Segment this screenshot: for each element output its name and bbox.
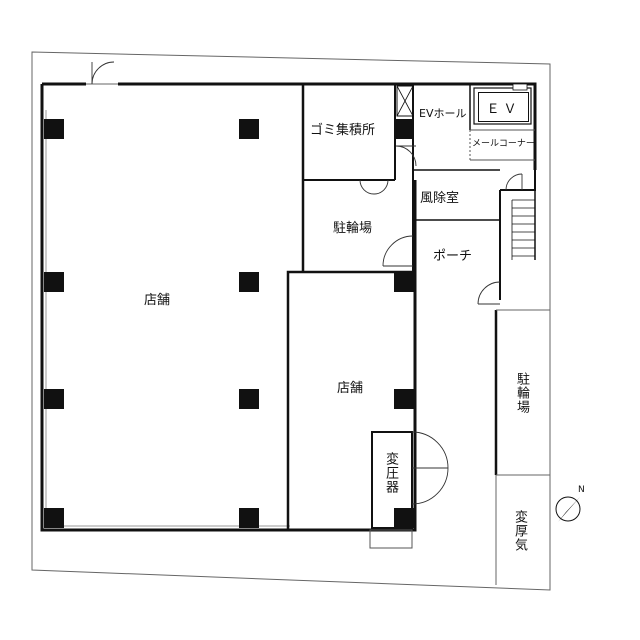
partition-shop <box>286 270 413 530</box>
north-arrow-letter: N <box>578 485 585 495</box>
site-boundary <box>31 51 551 591</box>
room-bicycle-outer: 駐輪場 <box>514 372 529 414</box>
transformer-room <box>371 431 413 529</box>
room-garbage: ゴミ集積所 <box>310 123 376 138</box>
room-mail-corner: メールコーナー <box>472 139 535 149</box>
room-transformer: 変圧器 <box>383 452 398 494</box>
room-ev: ＥＶ <box>478 92 529 122</box>
room-substation: 変厚気 <box>512 510 527 552</box>
room-porch: ポーチ <box>433 249 473 264</box>
north-arrow-icon <box>555 496 581 522</box>
room-ev-hall: EVホール <box>419 107 467 120</box>
doors <box>91 61 523 505</box>
room-shop: 店舗 <box>337 381 364 396</box>
exterior-wall-top-right <box>118 82 537 170</box>
room-windbreak: 風除室 <box>420 191 460 206</box>
stairs <box>511 199 535 260</box>
room-bicycle-inner: 駐輪場 <box>333 221 373 236</box>
exterior-wall <box>40 84 417 532</box>
columns <box>44 119 414 528</box>
room-main-shop: 店舗 <box>144 293 171 308</box>
